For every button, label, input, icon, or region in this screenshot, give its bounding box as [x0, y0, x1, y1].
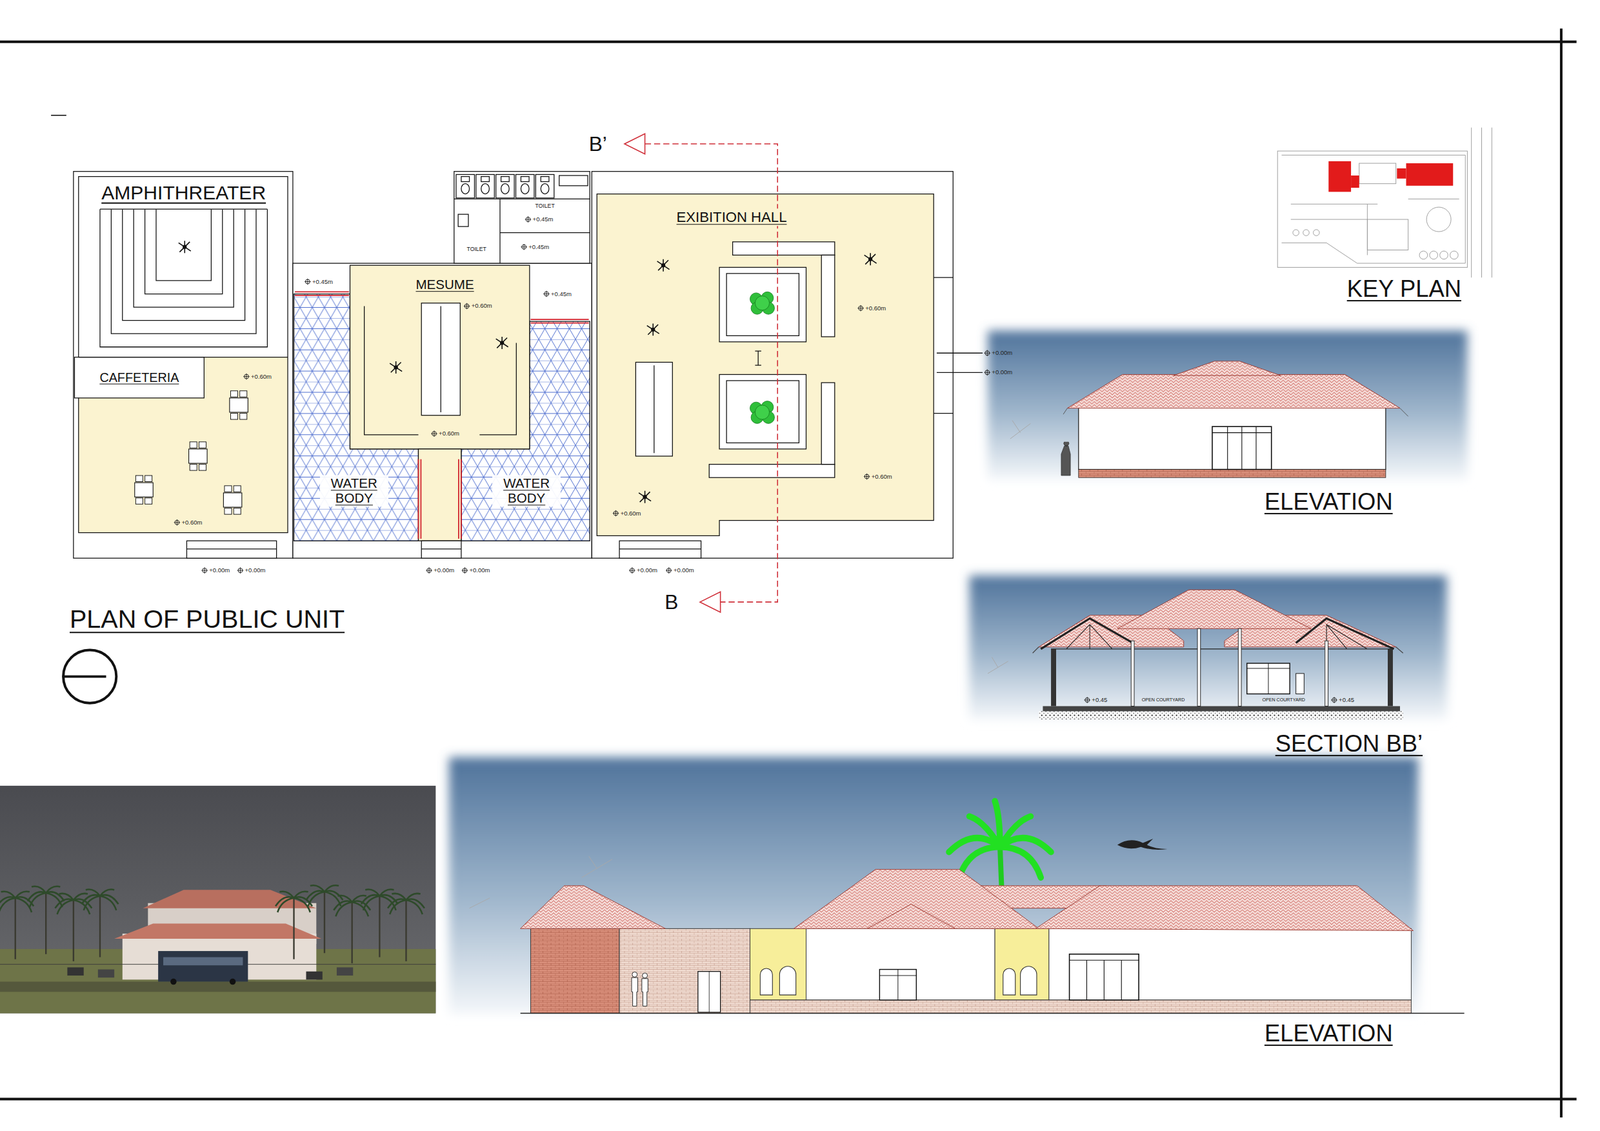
floor-plan [73, 171, 983, 559]
view-title: B [664, 590, 679, 614]
level-marker [863, 473, 870, 480]
level-tag: +0.60m [865, 304, 886, 312]
level-marker [461, 567, 468, 573]
level-marker [1083, 696, 1090, 703]
level-marker [857, 305, 864, 311]
room: MESUME [350, 265, 530, 450]
room-label: EXIBITION HALL [674, 208, 790, 226]
level-tag: +0.45 [1338, 696, 1355, 704]
room: CAFFETERIA [74, 357, 204, 399]
room-label: TOILET [534, 202, 555, 210]
plan-title: PLAN OF PUBLIC UNIT [69, 604, 345, 634]
north-symbol [63, 649, 117, 703]
elevation-small [987, 330, 1468, 480]
level-marker [629, 567, 635, 573]
level-tag: +0.00m [636, 567, 658, 575]
level-tag: +0.60m [871, 472, 893, 480]
elevation-large [449, 757, 1465, 1015]
view-title: ELEVATION [1264, 488, 1393, 516]
key-plan [1277, 127, 1492, 278]
room-label: WATER BODY [492, 474, 561, 507]
level-tag: +0.45m [532, 216, 554, 224]
room: TOILET [454, 232, 500, 264]
level-marker [304, 278, 311, 285]
render-view [0, 785, 436, 1014]
level-tag: +0.60m [181, 518, 203, 526]
level-tag: +0.60m [620, 509, 642, 517]
room: WATER BODY [294, 294, 419, 542]
room: EXIBITION HALL [591, 171, 953, 559]
level-marker [983, 369, 990, 376]
level-tag: +0.60m [471, 302, 493, 310]
room-label: WATER BODY [320, 474, 389, 507]
room: WATER BODY [461, 321, 590, 541]
level-marker [463, 303, 470, 310]
section-note: OPEN COURTYARD [1141, 697, 1186, 703]
level-tag: +0.45m [550, 290, 572, 298]
level-tag: +0.60m [250, 372, 272, 380]
plan-trees [750, 291, 775, 424]
room-label: CAFFETERIA [99, 370, 179, 386]
section-line [624, 133, 778, 613]
view-title: KEY PLAN [1347, 275, 1462, 303]
room-label: MESUME [415, 276, 474, 293]
section-drawing [969, 575, 1448, 720]
level-marker [525, 216, 531, 222]
view-title: ELEVATION [1264, 1020, 1393, 1048]
level-tag: +0.45 [1091, 696, 1108, 704]
level-tag: +0.00m [991, 349, 1013, 357]
door-marks [294, 291, 590, 539]
sheet-border [0, 28, 1577, 1118]
level-marker [430, 430, 437, 437]
level-marker [612, 510, 619, 517]
level-marker [543, 290, 550, 297]
level-marker [1330, 696, 1337, 703]
level-marker [665, 567, 672, 573]
room-label: AMPHITHREATER [101, 181, 266, 205]
level-tag: +0.00m [469, 567, 491, 575]
level-marker [520, 243, 527, 250]
level-marker [237, 567, 244, 573]
level-tag: +0.45m [528, 243, 550, 251]
level-tag: +0.00m [673, 567, 695, 575]
section-note: OPEN COURTYARD [1261, 697, 1306, 703]
level-tag: +0.00m [991, 369, 1013, 377]
level-tag: +0.00m [245, 567, 266, 575]
level-marker [201, 567, 208, 573]
room: AMPHITHREATER [78, 176, 288, 358]
level-marker [425, 567, 432, 573]
view-title: B’ [589, 132, 608, 156]
level-marker [983, 349, 990, 356]
level-tag: +0.60m [438, 430, 460, 438]
level-tag: +0.00m [209, 567, 230, 575]
room-label: TOILET [466, 245, 486, 253]
sculpture-symbols [178, 240, 877, 503]
level-tag: +0.00m [433, 567, 455, 575]
level-marker [174, 519, 180, 526]
level-tag: +0.45m [312, 278, 333, 286]
level-marker [243, 373, 250, 380]
view-title: SECTION BB’ [1275, 730, 1423, 758]
